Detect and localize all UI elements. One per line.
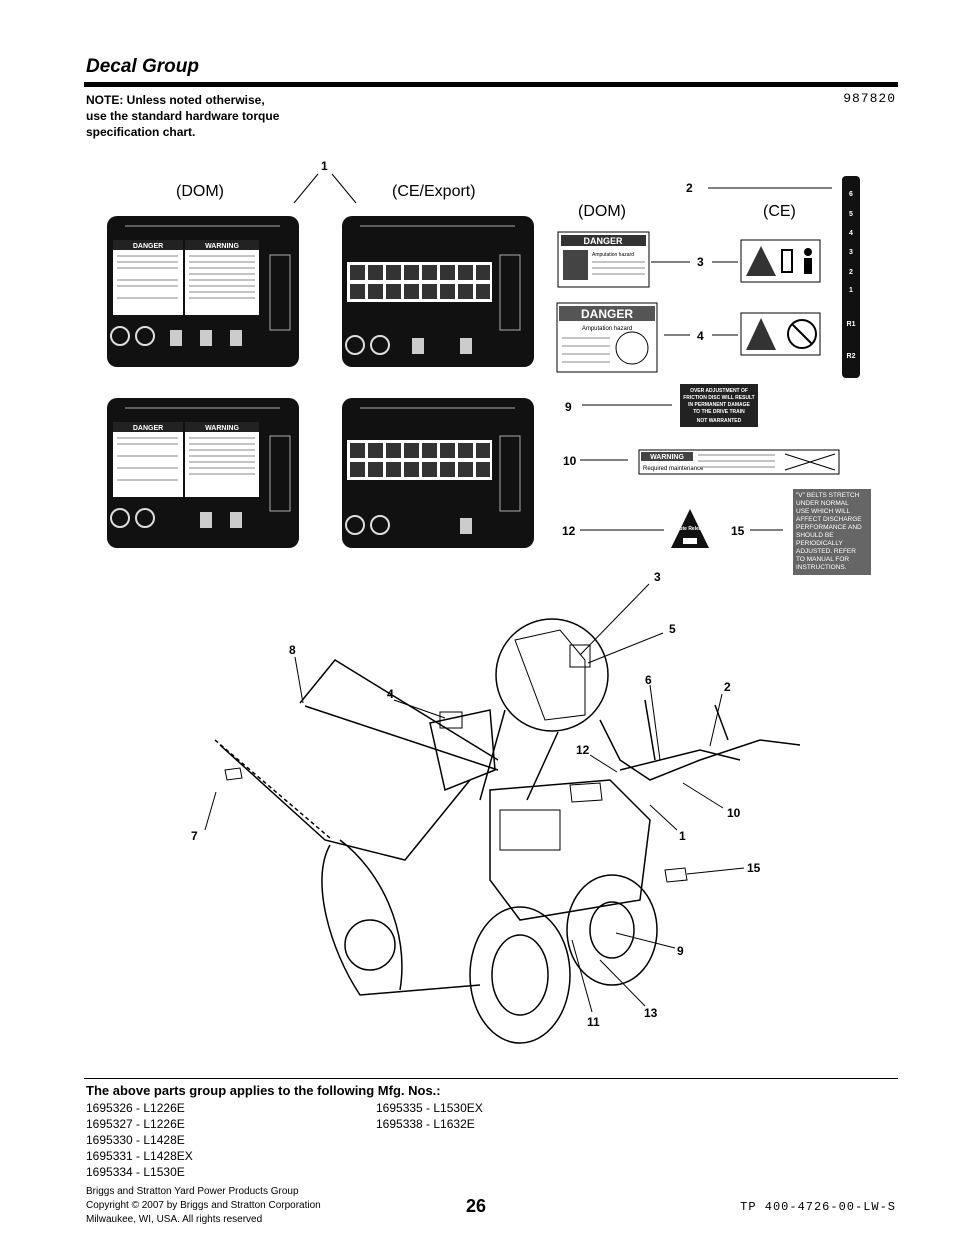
speed-label: 6 [849, 191, 853, 198]
decal-15-line: AFFECT DISCHARGE [796, 516, 862, 523]
copyright-block: Briggs and Stratton Yard Power Products … [86, 1185, 321, 1227]
warning-text: WARNING [205, 243, 239, 250]
panel-ce-bottom [342, 398, 534, 548]
danger-decal-4-dom: DANGER Amputation hazard [556, 302, 658, 373]
callout-9-top: 9 [565, 400, 572, 414]
callout-7-machine: 7 [191, 829, 198, 843]
tp-number: TP 400-4726-00-LW-S [740, 1200, 896, 1214]
danger-text: DANGER [583, 236, 623, 246]
speed-label: 2 [849, 269, 853, 276]
callout-15-top: 15 [731, 524, 745, 538]
decal-15-line: SHOULD BE [796, 532, 834, 539]
mfg-list-col1: 1695326 - L1226E 1695327 - L1226E 169533… [86, 1100, 193, 1180]
footer-line: Milwaukee, WI, USA. All rights reserved [86, 1214, 263, 1225]
callout-10-top: 10 [563, 454, 577, 468]
applies-heading: The above parts group applies to the fol… [86, 1083, 441, 1098]
speed-label: 3 [849, 249, 853, 256]
note-line: use the standard hardware torque [86, 109, 280, 123]
pictogram-decal-4-ce [740, 312, 821, 356]
mfg-item: 1695334 - L1530E [86, 1165, 185, 1179]
warning-text: WARNING [650, 454, 684, 461]
decal-9-line: NOT WARRANTED [697, 418, 742, 424]
mfg-item: 1695338 - L1632E [376, 1117, 475, 1131]
decal-15-line: PERIODICALLY [796, 540, 844, 547]
callout-12-machine: 12 [576, 743, 590, 757]
hazard-text: Amputation hazard [592, 252, 634, 258]
decal-10-warning: WARNING Required maintenance [638, 449, 840, 475]
decal-9-line: TO THE DRIVE TRAIN [693, 409, 745, 415]
speed-selector-decal: 6 5 4 3 2 1 R1 R2 [842, 176, 860, 378]
speed-label: 4 [849, 230, 853, 237]
note-line: specification chart. [86, 125, 196, 139]
danger-text: DANGER [133, 243, 163, 250]
panel-dom-bottom: DANGER WARNING [107, 398, 299, 548]
mfg-item: 1695331 - L1428EX [86, 1149, 193, 1163]
danger-text: DANGER [133, 425, 163, 432]
pictogram-decal-3-ce [740, 239, 821, 283]
speed-label: R2 [847, 353, 856, 360]
note-line: NOTE: Unless noted otherwise, [86, 93, 265, 107]
decal-15-line: INSTRUCTIONS. [796, 564, 847, 571]
speed-label: 5 [849, 211, 853, 218]
decal-15-line: UNDER NORMAL [796, 500, 849, 507]
label-dom-right: (DOM) [578, 203, 626, 220]
callout-10-machine: 10 [727, 806, 741, 820]
panel-dom-top: DANGER WARNING [107, 216, 299, 367]
danger-decal-3-dom: DANGER Amputation hazard [557, 231, 650, 288]
callout-15-machine: 15 [747, 861, 761, 875]
decal-9: OVER ADJUSTMENT OF FRICTION DISC WILL RE… [680, 384, 758, 427]
mfg-item: 1695330 - L1428E [86, 1133, 185, 1147]
page-number: 26 [466, 1196, 487, 1216]
panel-ce-top [342, 216, 534, 367]
callout-9-machine: 9 [677, 944, 684, 958]
label-ce-right: (CE) [763, 203, 796, 220]
footer-rule [84, 1078, 898, 1079]
mfg-item: 1695326 - L1226E [86, 1101, 185, 1115]
callout-2-machine: 2 [724, 680, 731, 694]
footer-line: Copyright © 2007 by Briggs and Stratton … [86, 1200, 321, 1211]
decal-15-line: PERFORMANCE AND [796, 524, 862, 531]
speed-label: 1 [849, 287, 853, 294]
decal-15-belt: "V" BELTS STRETCH UNDER NORMAL USE WHICH… [793, 489, 871, 575]
decal-9-line: IN PERMANENT DAMAGE [688, 402, 750, 408]
callout-11-machine: 11 [587, 1015, 600, 1029]
mfg-list-col2: 1695335 - L1530EX 1695338 - L1632E [376, 1100, 483, 1132]
callout-6-machine: 6 [645, 673, 652, 687]
callout-13-machine: 13 [644, 1006, 658, 1020]
label-ce-export: (CE/Export) [392, 183, 476, 200]
doc-number: 987820 [843, 91, 896, 106]
callout-8-machine: 8 [289, 643, 296, 657]
callout-2-top: 2 [686, 181, 693, 195]
decal-15-line: TO MANUAL FOR [796, 556, 849, 563]
danger-text: DANGER [581, 307, 633, 321]
callout-1-top: 1 [321, 159, 328, 173]
callout-3-machine: 3 [654, 570, 661, 584]
callout-3-top: 3 [697, 255, 704, 269]
maintenance-text: Required maintenance [643, 466, 704, 472]
decal-9-line: FRICTION DISC WILL RESULT [683, 395, 754, 401]
torque-note: NOTE: Unless noted otherwise, use the st… [86, 92, 316, 140]
footer-line: Briggs and Stratton Yard Power Products … [86, 1186, 299, 1197]
mfg-item: 1695327 - L1226E [86, 1117, 185, 1131]
callout-4-top: 4 [697, 329, 704, 343]
decal-9-line: OVER ADJUSTMENT OF [690, 388, 748, 394]
decal-15-line: ADJUSTED. REFER [796, 548, 856, 555]
mfg-item: 1695335 - L1530EX [376, 1101, 483, 1115]
decal-12-chute-release: Chute Release [671, 509, 709, 548]
snowblower-illustration [214, 618, 801, 1044]
callout-1-machine: 1 [679, 829, 686, 843]
callout-5-machine: 5 [669, 622, 676, 636]
decal-diagram: DANGER WARNING [107, 173, 871, 1044]
chute-release-text: Chute Release [673, 526, 708, 532]
decal-15-line: USE WHICH WILL [796, 508, 851, 515]
label-dom-top: (DOM) [176, 183, 224, 200]
decal-15-line: "V" BELTS STRETCH [796, 492, 860, 499]
callout-12-top: 12 [562, 524, 576, 538]
warning-text: WARNING [205, 425, 239, 432]
page-title: Decal Group [86, 56, 199, 77]
hazard-text: Amputation hazard [582, 326, 632, 332]
header-rule [84, 82, 898, 87]
speed-label: R1 [847, 321, 856, 328]
